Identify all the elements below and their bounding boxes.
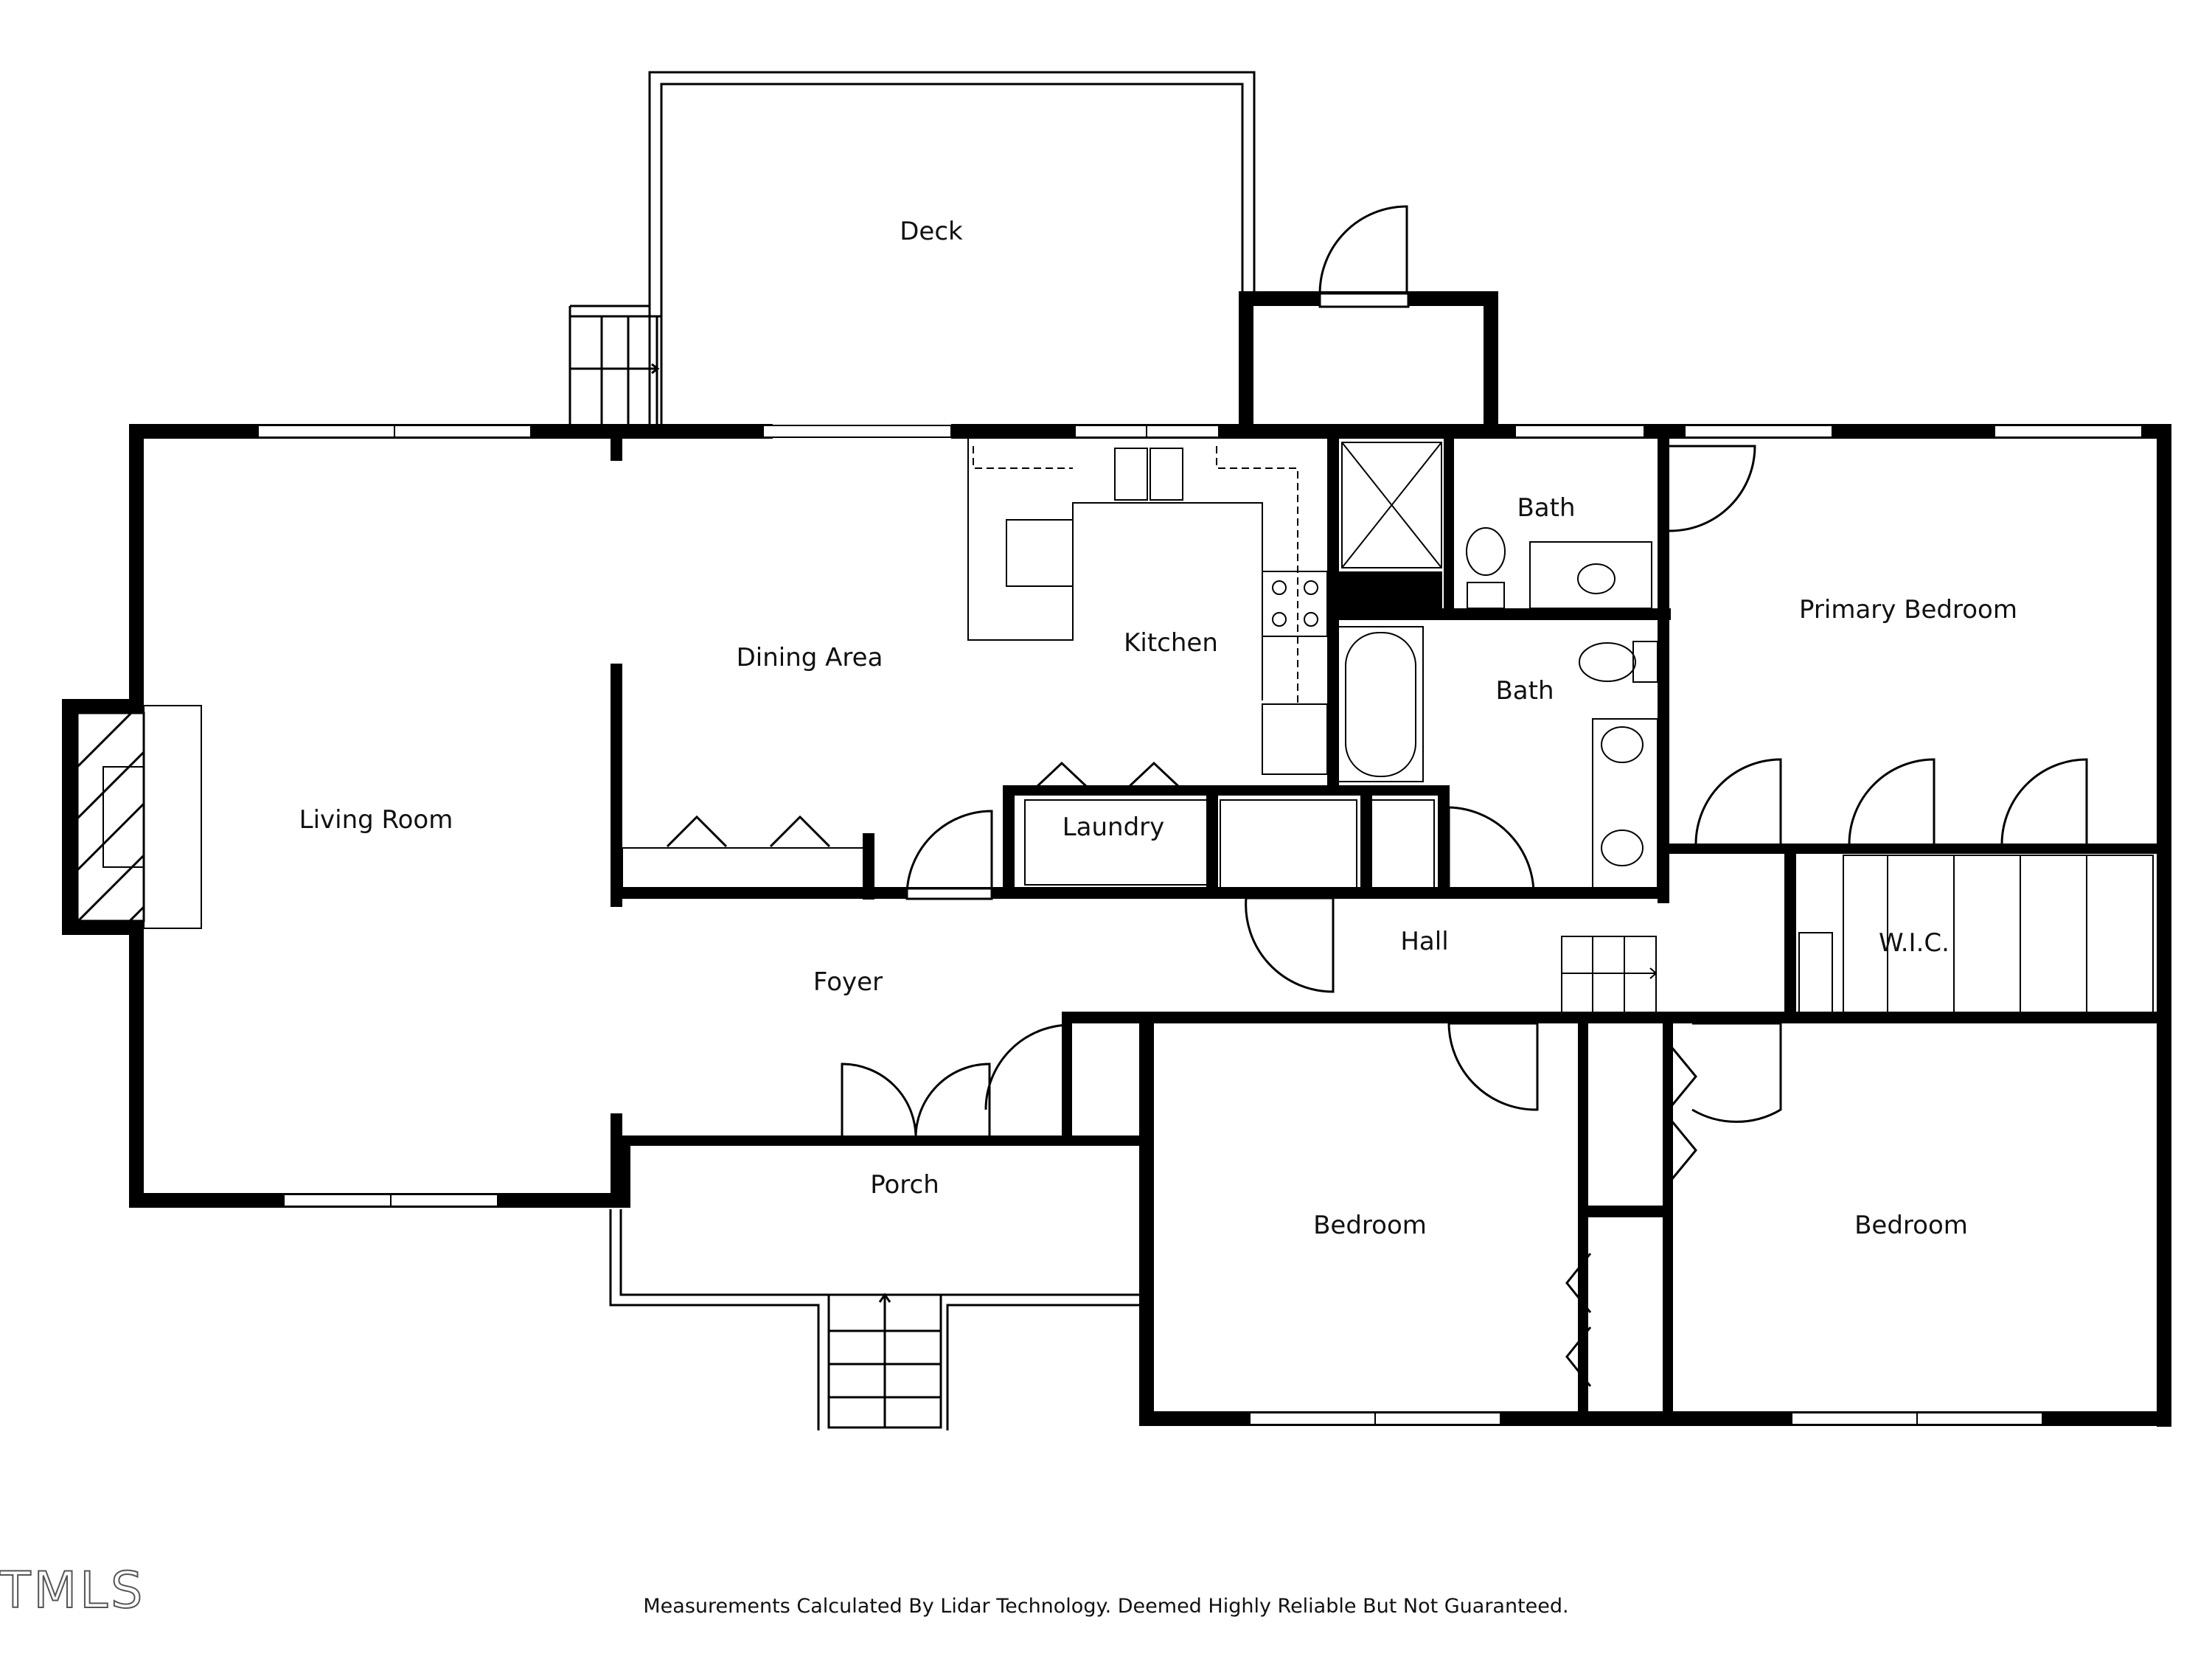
room-label-laundry: Laundry bbox=[1062, 813, 1165, 842]
room-label-foyer: Foyer bbox=[813, 967, 883, 997]
room-label-living-room: Living Room bbox=[299, 805, 453, 835]
measurement-disclaimer: Measurements Calculated By Lidar Technol… bbox=[643, 1595, 1569, 1618]
room-labels: Deck Living Room Dining Area Kitchen Bat… bbox=[299, 217, 2017, 1240]
room-label-bedroom-right: Bedroom bbox=[1854, 1211, 1968, 1240]
exterior-walls bbox=[62, 291, 2171, 1427]
doors bbox=[666, 205, 2088, 1387]
mls-watermark: TMLS bbox=[0, 1561, 146, 1621]
room-label-hall: Hall bbox=[1400, 927, 1448, 956]
windows bbox=[257, 425, 2143, 1425]
interior-walls bbox=[611, 439, 2171, 1426]
porch-outline bbox=[609, 1209, 1139, 1430]
room-label-wic: W.I.C. bbox=[1879, 928, 1950, 958]
fixtures bbox=[622, 439, 2154, 1015]
room-label-dining-area: Dining Area bbox=[737, 643, 883, 672]
room-label-bedroom-left: Bedroom bbox=[1313, 1211, 1427, 1240]
room-label-bath-upper: Bath bbox=[1517, 493, 1575, 523]
room-label-porch: Porch bbox=[870, 1170, 939, 1200]
room-label-bath-lower: Bath bbox=[1495, 676, 1554, 706]
room-label-kitchen: Kitchen bbox=[1124, 628, 1218, 658]
room-label-deck: Deck bbox=[900, 217, 963, 246]
deck bbox=[568, 71, 1256, 430]
room-label-primary-bedroom: Primary Bedroom bbox=[1799, 595, 2017, 625]
fireplace bbox=[76, 705, 202, 929]
